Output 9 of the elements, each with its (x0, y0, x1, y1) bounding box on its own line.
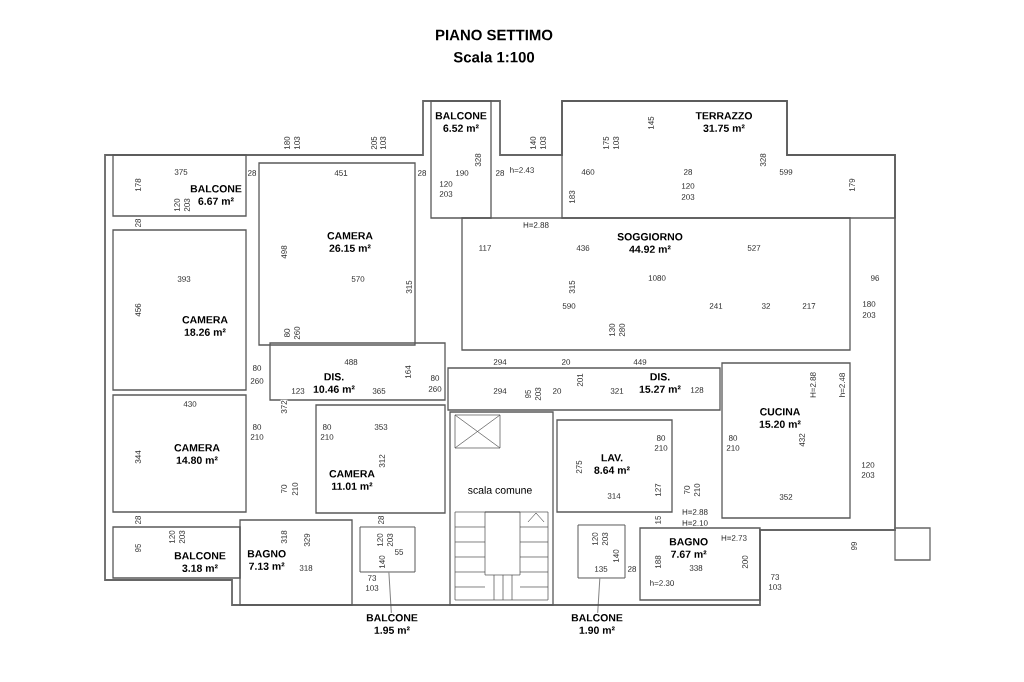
leader-line (597, 578, 601, 614)
leader-line (388, 572, 392, 614)
balcony-outline (359, 526, 416, 573)
balcony-outline (577, 524, 626, 579)
room-label: BALCONE 1.90 m² (571, 614, 623, 634)
scale-note: Scala 1:100 (453, 51, 535, 63)
title: PIANO SETTIMO (436, 29, 553, 41)
room-label: BALCONE 1.95 m² (366, 614, 418, 634)
stairwell: scala comune (449, 411, 554, 606)
